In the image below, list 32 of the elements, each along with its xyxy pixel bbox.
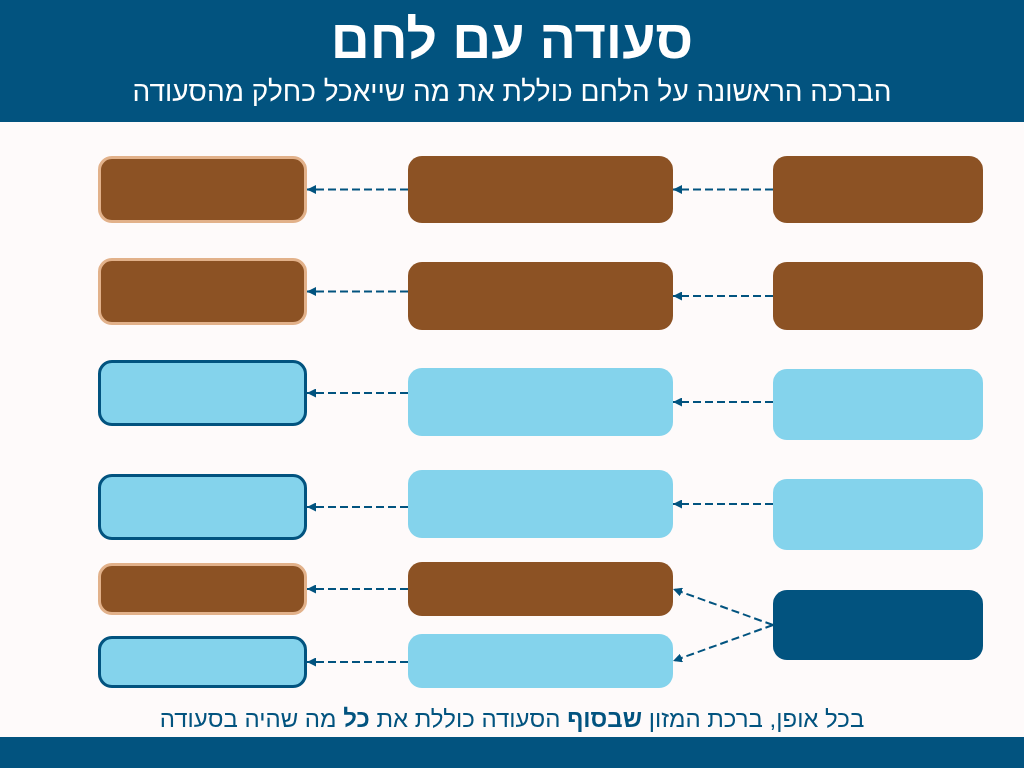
process-box (408, 368, 673, 436)
dashed-arrow (306, 502, 409, 512)
process-box (98, 156, 307, 223)
process-box (773, 590, 983, 660)
process-box (773, 156, 983, 223)
dashed-arrow (306, 584, 409, 594)
process-box (98, 258, 307, 325)
process-box (773, 479, 983, 550)
process-box (773, 369, 983, 440)
dashed-arrow (306, 657, 409, 667)
dashed-arrow (306, 287, 409, 296)
dashed-arrow (672, 291, 774, 301)
process-box (408, 262, 673, 330)
footer-note: בכל אופן, ברכת המזון שבסוף הסעודה כוללת את כל מה שהיה בסעודה (158, 704, 866, 734)
subtitle: הברכה הראשונה על הלחם כוללת את מה שייאכל כחלק מהסעודה (132, 75, 892, 109)
dashed-arrow (672, 185, 774, 194)
process-box (408, 634, 673, 688)
dashed-arrow (306, 388, 409, 398)
title: סעודה עם לחם (330, 8, 694, 70)
dashed-arrow (672, 624, 774, 663)
process-box (408, 562, 673, 616)
dashed-arrow (306, 185, 409, 194)
process-box (98, 563, 307, 615)
process-box (408, 156, 673, 223)
process-box (773, 262, 983, 330)
dashed-arrow (672, 397, 774, 407)
dashed-arrow (672, 499, 774, 509)
process-box (408, 470, 673, 538)
process-box (98, 360, 307, 426)
process-box (98, 474, 307, 540)
dashed-arrow (672, 587, 774, 626)
process-box (98, 636, 307, 688)
